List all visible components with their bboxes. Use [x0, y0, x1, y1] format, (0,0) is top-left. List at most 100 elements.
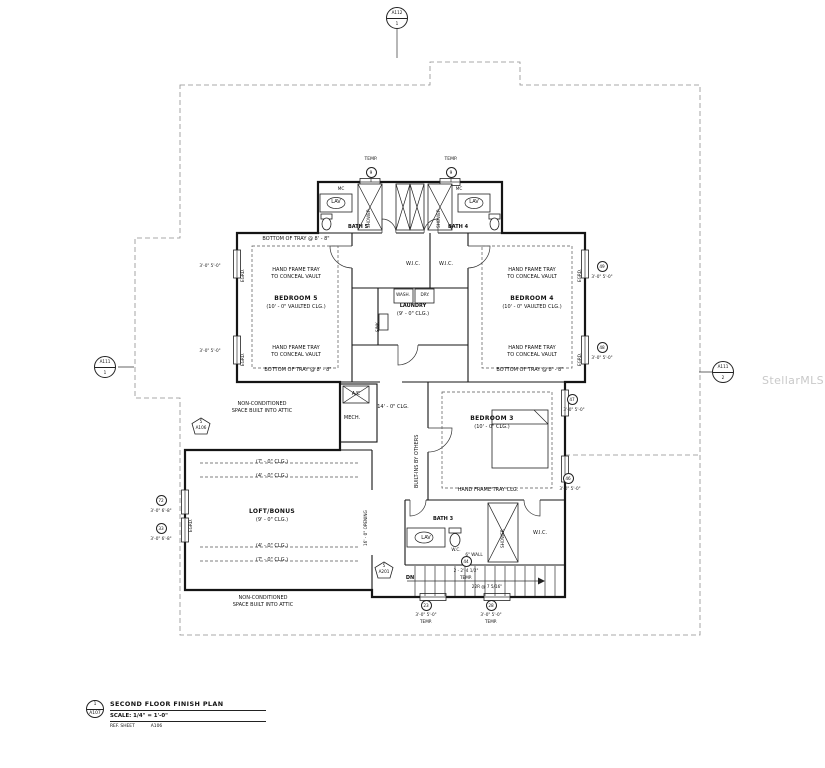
room-label-bath5: BATH 5 [347, 224, 369, 230]
egress-label: EGRD. [577, 352, 582, 366]
ceiling-label-7ft: (7' - 0" CLG.) [255, 459, 289, 465]
elevation-marker-top: A112 1 [386, 7, 408, 29]
note-bottom-of-tray: BOTTOM OF TRAY @ 8' - 8" [264, 367, 332, 373]
note-hand-frame-tray-clg: HAND FRAME TRAY CLG. [457, 487, 519, 493]
watermark: StellarMLS [762, 374, 825, 387]
room-label-bedroom4: BEDROOM 4 [510, 295, 554, 302]
window-tag-48-size: 3'-0" 5'-0" [591, 355, 613, 360]
roof-overhang-outline [134, 61, 701, 636]
lav-label: LAV [421, 535, 431, 541]
window-tag-28: 28 [485, 599, 497, 611]
drawing-scale: SCALE: 1/4" = 1'-0" [110, 711, 266, 722]
elevation-marker-top-sheet: A112 [387, 8, 407, 19]
ref-sheet-value: A106 [150, 724, 163, 729]
shower-label: SHOWER [436, 209, 441, 228]
window-tag-48: 48 [596, 341, 608, 353]
ceiling-label-4ft: (4' - 0" CLG.) [255, 473, 289, 479]
room-label-mech: MECH. [343, 415, 361, 421]
elevation-marker-right: A111 2 [712, 361, 734, 383]
lav-label: LAV [469, 199, 479, 205]
window-tag-9-right: 9 [445, 166, 457, 178]
room-label-wic-left: W.I.C. [405, 261, 421, 267]
room-label-bedroom3: BEDROOM 3 [470, 415, 514, 422]
ceiling-label-4ft: (4' - 0" CLG.) [255, 543, 289, 549]
window-tag-49-size: 3'-0" 5'-0" [591, 274, 613, 279]
note-hand-frame-tray: HAND FRAME TRAY TO CONCEAL VAULT [507, 267, 557, 280]
window-tag-23-size: 3'-0" 5'-0" [415, 612, 437, 617]
egress-label: EGRD. [577, 268, 582, 282]
detail-marker-a201: 5 A201 [378, 563, 390, 574]
walls-group [183, 180, 587, 599]
window-tag-49: 49 [596, 260, 608, 272]
ceiling-label-bedroom3: (10' - 0" CLG.) [474, 424, 510, 430]
window-tag-33-size: 3'-0" 6'-8" [150, 536, 172, 541]
marker-leader-lines [118, 29, 712, 373]
note-built-ins: BUILT-INS BY OTHERS [414, 434, 420, 488]
ceiling-label-hall: 14' - 0" CLG. [377, 404, 409, 410]
room-label-wic-bath3: W.I.C. [532, 530, 548, 536]
note-non-conditioned: NON-CONDITIONED SPACE BUILT INTO ATTIC [232, 595, 294, 608]
note-bottom-of-tray: BOTTOM OF TRAY @ 8' - 8" [496, 367, 564, 373]
note-non-conditioned: NON-CONDITIONED SPACE BUILT INTO ATTIC [231, 401, 293, 414]
ref-sheet-label: REF. SHEET [110, 724, 135, 729]
room-label-laundry: LAUNDRY [399, 303, 427, 309]
room-label-bedroom5: BEDROOM 5 [274, 295, 318, 302]
ac-unit-label: A/C [351, 391, 361, 397]
windows-group [181, 178, 589, 601]
stairs-down-label: DN [405, 575, 415, 581]
room-label-bath4: BATH 4 [447, 224, 469, 230]
washer-label: WASH. [396, 292, 410, 297]
ceiling-label-loft: (9' - 0" CLG.) [255, 517, 289, 523]
egress-label: EGRD. [240, 352, 245, 366]
ceiling-label-bedroom4: (10' - 0" VAULTED CLG.) [502, 304, 562, 310]
window-tag-44-size: 2 - 2'-4 1/2" [453, 568, 479, 573]
fixtures-group [319, 183, 549, 563]
elevation-marker-left-num: 1 [103, 369, 107, 375]
egress-label: EGRD. [188, 518, 193, 532]
wc-label: W.C. [451, 547, 461, 552]
detail-marker-shapes [191, 417, 394, 579]
note-hand-frame-tray: HAND FRAME TRAY TO CONCEAL VAULT [271, 345, 321, 358]
temp-glass-label: TEMP. [484, 619, 498, 624]
window-tag-47: 47 [566, 393, 578, 405]
elevation-marker-right-sheet: A111 [713, 362, 733, 373]
window-tag-47-size: 3'-0" 5'-0" [563, 407, 585, 412]
title-block: 1 A107 SECOND FLOOR FINISH PLAN SCALE: 1… [86, 700, 266, 729]
window-size-dim: 3'-0" 5'-0" [199, 263, 221, 268]
note-stair-risers: 22R @ 7 5/16" [471, 584, 503, 589]
ceiling-label-bedroom5: (10' - 0" VAULTED CLG.) [266, 304, 326, 310]
drawing-title: SECOND FLOOR FINISH PLAN [110, 700, 266, 711]
room-label-loft: LOFT/BONUS [249, 508, 295, 515]
room-label-wic-right: W.I.C. [438, 261, 454, 267]
temp-glass-label: TEMP. [459, 575, 473, 580]
temp-glass-label: TEMP. [419, 619, 433, 624]
medicine-cabinet-label: MC [455, 186, 463, 191]
sink-label: SINK [375, 322, 380, 332]
window-tag-33: 33 [155, 522, 167, 534]
window-tag-46-size: 3'-0" 5'-0" [559, 486, 581, 491]
medicine-cabinet-label: MC [337, 186, 345, 191]
window-tag-72-size: 3'-0" 6'-8" [150, 508, 172, 513]
elevation-marker-right-num: 2 [721, 374, 725, 380]
detail-marker-a106: 5 A106 [195, 419, 207, 430]
detail-number-marker: 1 A107 [86, 700, 104, 718]
sheet-number: A107 [89, 710, 101, 716]
window-tag-46: 46 [562, 472, 574, 484]
note-opening-16: 16' - 0" OPENING [363, 510, 368, 546]
window-size-dim: 3'-0" 5'-0" [199, 348, 221, 353]
ref-sheet-line: REF. SHEET A106 [110, 722, 266, 729]
elevation-marker-top-num: 1 [395, 20, 399, 26]
shower-label: SHOWER [500, 529, 505, 548]
note-hand-frame-tray: HAND FRAME TRAY TO CONCEAL VAULT [271, 267, 321, 280]
note-hand-frame-tray: HAND FRAME TRAY TO CONCEAL VAULT [507, 345, 557, 358]
lav-label: LAV [331, 199, 341, 205]
window-tag-28-size: 3'-0" 5'-0" [480, 612, 502, 617]
dryer-label: DRY. [420, 292, 430, 297]
window-tag-72: 72 [155, 494, 167, 506]
ceiling-label-7ft: (7' - 0" CLG.) [255, 557, 289, 563]
stairs-group [407, 566, 556, 596]
temp-glass-label: TEMP. [364, 157, 378, 162]
elevation-marker-left: A111 1 [94, 356, 116, 378]
elevation-marker-left-sheet: A111 [95, 357, 115, 368]
note-6in-wall: 6" WALL [465, 552, 483, 557]
